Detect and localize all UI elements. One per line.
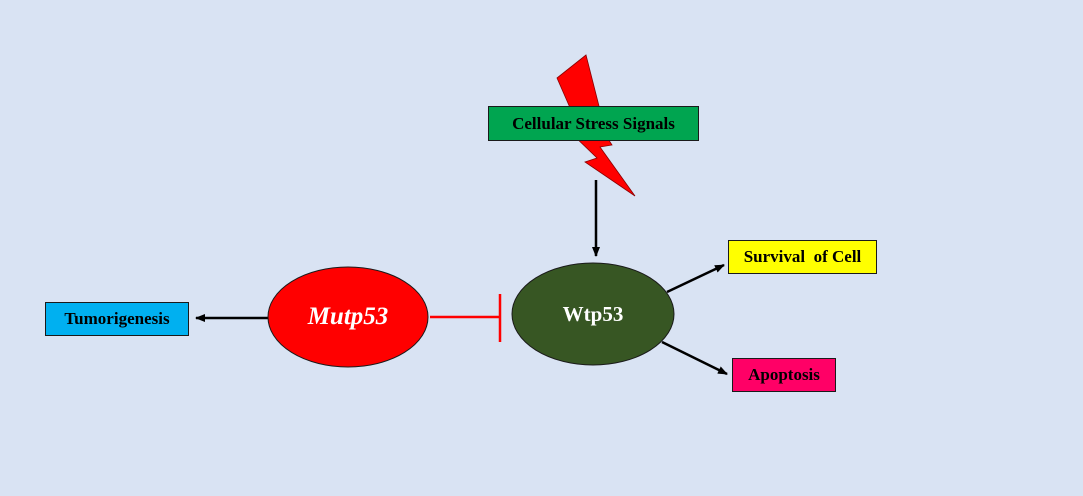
edge-wtp53-to-apoptosis	[661, 340, 728, 376]
wtp53-label: Wtp53	[562, 301, 624, 326]
survival-box: Survival of Cell	[728, 240, 877, 274]
tumorigenesis-box: Tumorigenesis	[45, 302, 189, 336]
survival-label: Survival of Cell	[743, 247, 862, 266]
edge-wtp53-to-survival	[666, 263, 725, 294]
tumorigenesis-label: Tumorigenesis	[64, 309, 170, 328]
apoptosis-box: Apoptosis	[732, 358, 836, 392]
stress-signals-box: Cellular Stress Signals	[488, 106, 699, 141]
apoptosis-label: Apoptosis	[748, 365, 820, 384]
mutp53-label: Mutp53	[307, 303, 389, 330]
mutp53-node-shape	[267, 266, 429, 368]
wtp53-node-shape	[511, 262, 675, 366]
stress-signals-label: Cellular Stress Signals	[512, 113, 675, 133]
